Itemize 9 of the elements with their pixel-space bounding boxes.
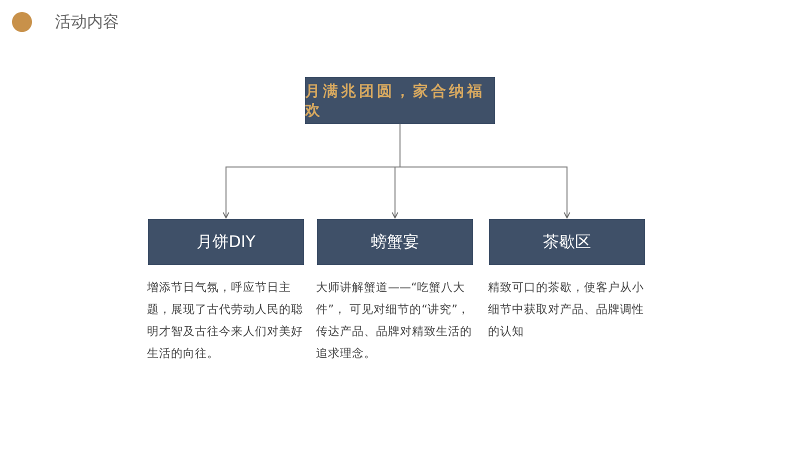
description-text: 增添节日气氛，呼应节日主题，展现了古代劳动人民的聪明才智及古往今来人们对美好生活的向往。 bbox=[147, 279, 304, 362]
category-box: 月饼DIY bbox=[148, 219, 304, 265]
page-title: 活动内容 bbox=[55, 12, 119, 33]
category-box: 螃蟹宴 bbox=[317, 219, 473, 265]
connector-arrow bbox=[400, 124, 570, 218]
description-text: 大师讲解蟹道——“吃蟹八大件”， 可见对细节的“讲究”，传达产品、品牌对精致生活的追求理念。 bbox=[316, 279, 473, 362]
description-text: 精致可口的茶歇，使客户从小细节中获取对产品、品牌调性的认知 bbox=[488, 279, 645, 340]
category-box: 茶歇区 bbox=[489, 219, 645, 265]
heading-box: 月满兆团圆，家合纳福欢 bbox=[305, 77, 495, 124]
